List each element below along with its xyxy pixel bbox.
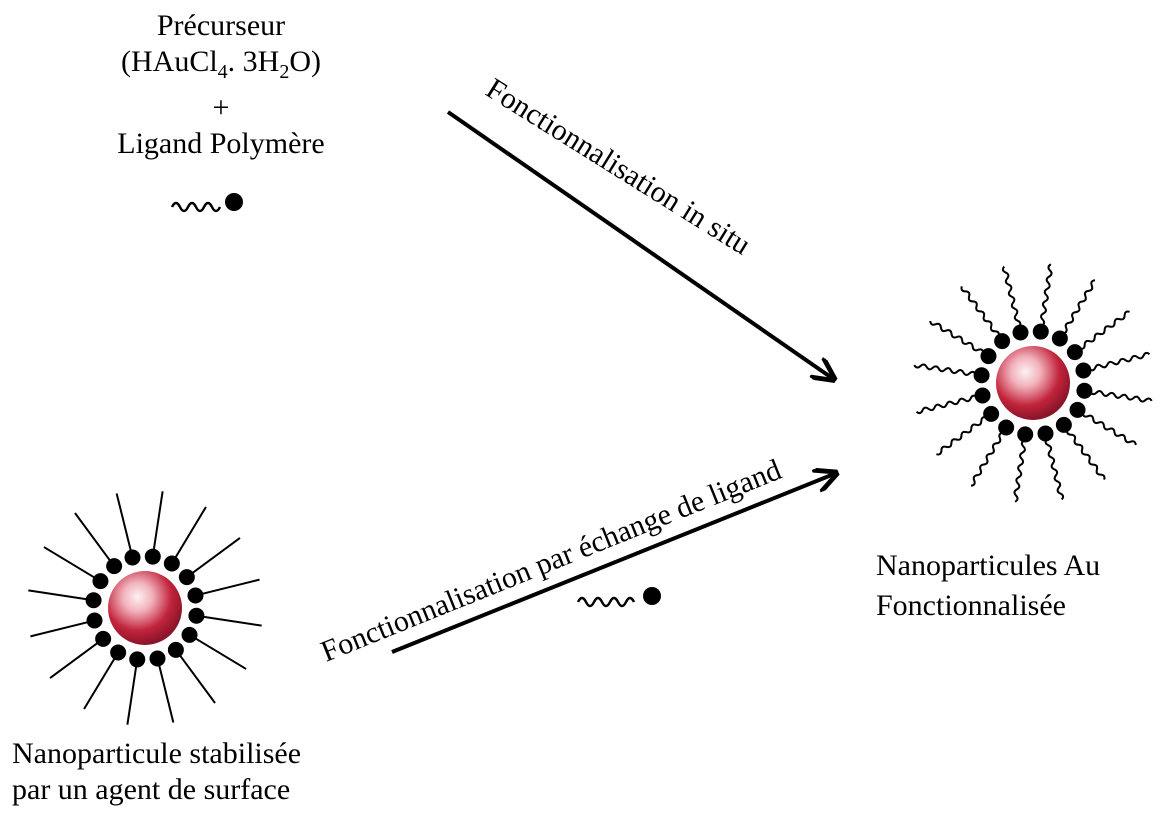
surfactant-tail [49,641,99,679]
surfactant-tail [191,537,241,575]
ligand-head [124,549,141,566]
functionalized-nanoparticle [913,263,1153,503]
ligand-head [994,333,1011,350]
ligand-tail [1088,351,1151,372]
ligand-head [973,367,990,384]
ligand-head [106,558,123,575]
product-line1: Nanoparticules Au [876,549,1101,582]
gold-core [996,346,1070,420]
ligand-head [1069,401,1086,418]
ligand-head [188,607,205,624]
exchange-ligand-icon [576,587,661,608]
surfactant-tail [43,546,96,579]
ligand-tail [970,431,1004,487]
ligand-head [1051,330,1068,347]
arrow-bottom-label: Fonctionnalisation par échange de ligand [316,453,786,668]
ligand-head [178,569,195,586]
ligand-head [1055,416,1072,433]
ligand-head [974,387,991,404]
ligand-tail [936,416,987,456]
ligand-head [1075,362,1092,379]
precursor-title: Précurseur [156,9,286,42]
ligand-head [1017,426,1034,443]
surfactant-tail [30,620,89,638]
surfactant-tail [83,657,116,710]
precursor-formula: (HAuCl4. 3H2O) [121,45,321,83]
ligand-head [92,573,109,590]
ligand-tail [913,363,977,376]
ligand-head [167,641,184,658]
ligand-head [181,626,198,643]
surfactant-tail [152,491,164,551]
ligand-head [129,651,146,668]
ligand-tail [960,286,1000,337]
start-line1: Nanoparticule stabilisée [12,737,302,770]
ligand-head [1037,425,1054,442]
surfactant-tail [178,654,216,704]
gold-core [108,571,182,645]
ligand-head [85,592,102,609]
ligand-head [144,548,161,565]
ligand-head [1032,323,1049,340]
ligand-tail [1089,390,1153,403]
product-line2: Fonctionnalisée [876,589,1066,622]
ligand-head [110,644,127,661]
ligand-tail [929,320,985,354]
product-label: Nanoparticules Au Fonctionnalisée [876,548,1100,624]
ligand-head [1066,344,1083,361]
ligand-head [980,348,997,365]
ligand-tail [1079,310,1130,350]
ligand-tail [915,394,978,415]
arrow-ligand-exchange [391,474,834,654]
ligand-head [1012,324,1029,341]
surfactant-tail [74,512,112,562]
precursor-label: Précurseur (HAuCl4. 3H2O) + Ligand Polym… [90,8,352,162]
arrow-in-situ [446,110,832,378]
surfactant-tail [202,615,262,627]
surfactant-tail [174,506,207,559]
surfactant-tail [115,493,133,552]
ligand-head [163,555,180,572]
ligand-head [1076,382,1093,399]
surfactant-tail [126,665,138,725]
start-particle-label: Nanoparticule stabilisée par un agent de… [12,736,301,808]
ligand-tail [1013,439,1026,503]
ligand-head [187,587,204,604]
precursor-ligand-icon [170,193,243,213]
ligand-head [95,630,112,647]
precursor-plus: + [212,91,230,124]
ligand-tail [1081,412,1137,446]
stabilized-nanoparticle [28,491,262,725]
surfactant-tail [157,664,175,723]
ligand-tail [1044,438,1065,501]
ligand-tail [1066,429,1106,480]
surfactant-tail [194,637,247,670]
ligand-head [149,650,166,667]
ligand-tail [1001,265,1022,328]
ligand-head [983,405,1000,422]
ligand-tail [1062,279,1096,335]
ligand-polymer-label: Ligand Polymère [117,127,325,160]
ligand-head [998,419,1015,436]
ligand-tail [1040,263,1053,327]
start-line2: par un agent de surface [12,773,291,806]
surfactant-tail [28,589,88,601]
ligand-head [86,612,103,629]
surfactant-tail [201,578,260,596]
arrow-top-label: Fonctionnalisation in situ [480,72,756,262]
